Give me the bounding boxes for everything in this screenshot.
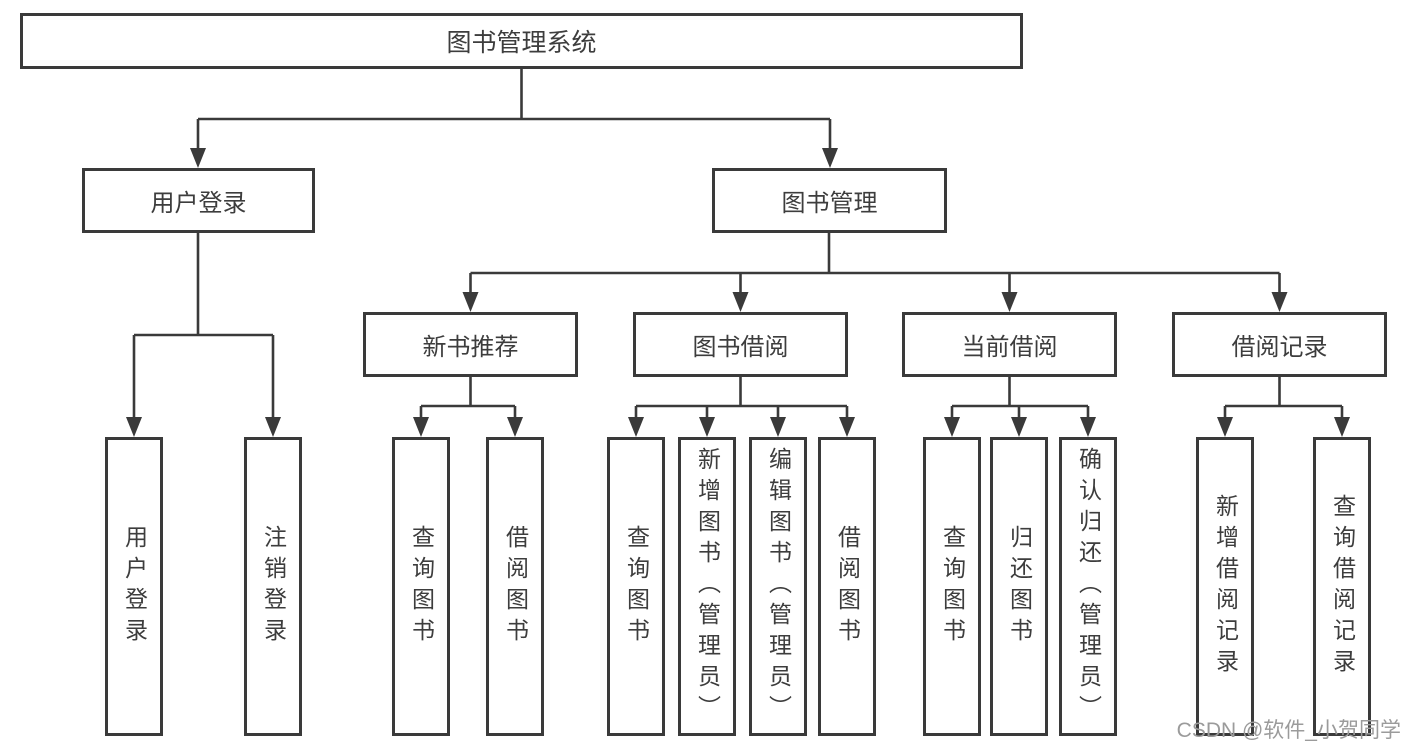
leaf-logout: 注销登录 (244, 437, 302, 736)
connector-new-book-recommend-to-leaves (413, 377, 523, 437)
node-book-management: 图书管理 (712, 168, 947, 233)
leaf-query-book-recommend: 查询图书 (392, 437, 450, 736)
connector-current-borrow-to-leaves (944, 377, 1096, 437)
node-borrow-record: 借阅记录 (1172, 312, 1387, 377)
connector-user-login-to-leaves (126, 233, 281, 437)
leaf-return-book: 归还图书 (990, 437, 1048, 736)
leaf-edit-book-admin: 编辑图书（管理员） (749, 437, 807, 736)
connector-root-to-level2 (190, 69, 838, 168)
leaf-query-book-borrow: 查询图书 (607, 437, 665, 736)
leaf-borrow-book: 借阅图书 (818, 437, 876, 736)
node-book-borrow: 图书借阅 (633, 312, 848, 377)
leaf-query-book-current: 查询图书 (923, 437, 981, 736)
csdn-watermark: CSDN @软件_小贺同学 (1176, 719, 1401, 742)
node-root: 图书管理系统 (20, 13, 1023, 69)
node-new-book-recommend: 新书推荐 (363, 312, 578, 377)
connector-book-borrow-to-leaves (628, 377, 855, 437)
leaf-user-login: 用户登录 (105, 437, 163, 736)
leaf-borrow-book-recommend: 借阅图书 (486, 437, 544, 736)
connector-book-management-to-level3 (462, 233, 1288, 312)
connector-borrow-record-to-leaves (1217, 377, 1350, 437)
node-user-login: 用户登录 (82, 168, 315, 233)
leaf-add-borrow-record: 新增借阅记录 (1196, 437, 1254, 736)
leaf-confirm-return-admin: 确认归还（管理员） (1059, 437, 1117, 736)
leaf-add-book-admin: 新增图书（管理员） (678, 437, 736, 736)
node-current-borrow: 当前借阅 (902, 312, 1117, 377)
leaf-query-borrow-record: 查询借阅记录 (1313, 437, 1371, 736)
